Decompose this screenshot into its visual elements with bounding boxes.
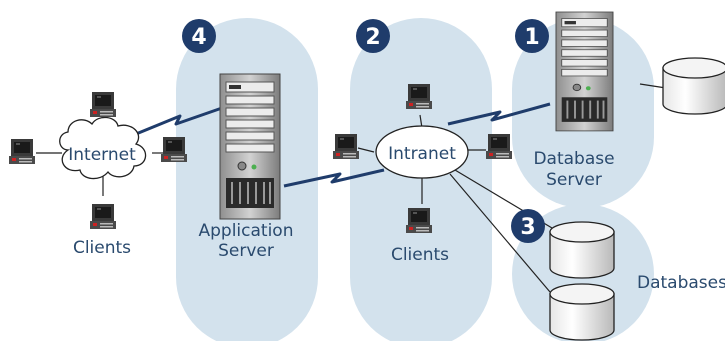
badge-2: 2: [356, 19, 390, 53]
databases-label: Databases: [637, 273, 725, 293]
zone-intranet: [350, 18, 492, 341]
database-server-tower-icon: [555, 11, 614, 132]
database-cylinder-icon: [549, 221, 615, 279]
client-computer-icon: [90, 204, 116, 229]
badge-3: 3: [511, 209, 545, 243]
badge-1-number: 1: [524, 25, 539, 50]
clients-mid-label: Clients: [391, 245, 449, 265]
wan-link-intranet-db: [447, 102, 551, 126]
client-computer-icon: [486, 134, 512, 159]
wan-link-internet-app: [135, 106, 223, 136]
clients-left-label: Clients: [73, 238, 131, 258]
badge-3-number: 3: [520, 215, 535, 240]
client-computer-icon: [406, 208, 432, 233]
db-server-label-line1: Database: [533, 149, 614, 169]
client-computer-icon: [161, 137, 187, 162]
intranet-label: Intranet: [388, 144, 456, 164]
badge-4-number: 4: [191, 25, 206, 50]
badge-2-number: 2: [365, 25, 380, 50]
app-server-label-line2: Server: [218, 241, 274, 261]
database-cylinder-icon: [662, 57, 725, 115]
application-server-tower-icon: [219, 73, 281, 220]
internet-label: Internet: [68, 145, 136, 165]
internet-cloud-icon: [59, 116, 147, 180]
client-computer-icon: [406, 84, 432, 109]
db-server-label-line2: Server: [546, 170, 602, 190]
wan-link-app-intranet: [283, 168, 385, 188]
database-cylinder-icon: [549, 283, 615, 341]
badge-1: 1: [515, 19, 549, 53]
badge-4: 4: [182, 19, 216, 53]
client-computer-icon: [9, 139, 35, 164]
intranet-ring-icon: [375, 125, 469, 179]
client-computer-icon: [90, 92, 116, 117]
app-server-label-line1: Application: [199, 221, 294, 241]
client-computer-icon: [333, 134, 359, 159]
